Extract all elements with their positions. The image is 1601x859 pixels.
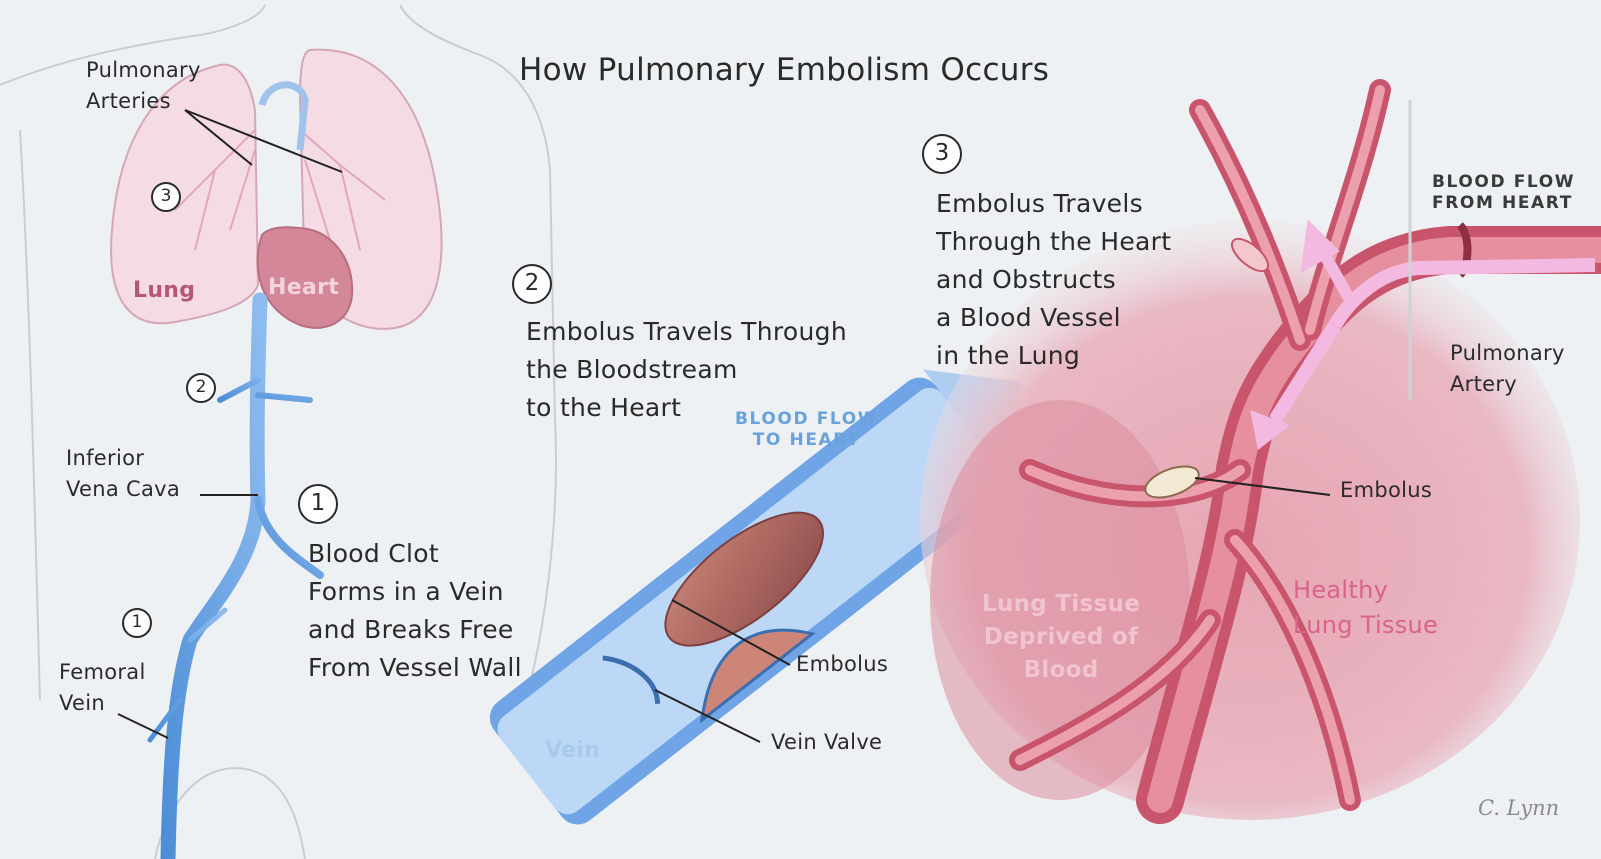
upper-vessels: [262, 85, 305, 150]
diagram-title: How Pulmonary Embolism Occurs: [519, 52, 1049, 88]
body-marker-3: 3: [151, 182, 181, 212]
step-2-badge: 2: [512, 264, 552, 304]
body-outline: [0, 5, 556, 859]
label-vein: Vein: [545, 738, 600, 763]
vein-system: [150, 300, 320, 859]
step-3-badge: 3: [922, 134, 962, 174]
step-1-badge: 1: [298, 484, 338, 524]
label-embolus-vein: Embolus: [796, 649, 888, 680]
body-marker-2: 2: [186, 373, 216, 403]
artist-signature: C. Lynn: [1478, 796, 1559, 820]
label-vein-valve: Vein Valve: [771, 727, 882, 758]
label-lung: Lung: [133, 278, 195, 303]
label-heart: Heart: [268, 275, 339, 300]
body-marker-1: 1: [122, 608, 152, 638]
label-embolus-lung: Embolus: [1340, 475, 1432, 506]
